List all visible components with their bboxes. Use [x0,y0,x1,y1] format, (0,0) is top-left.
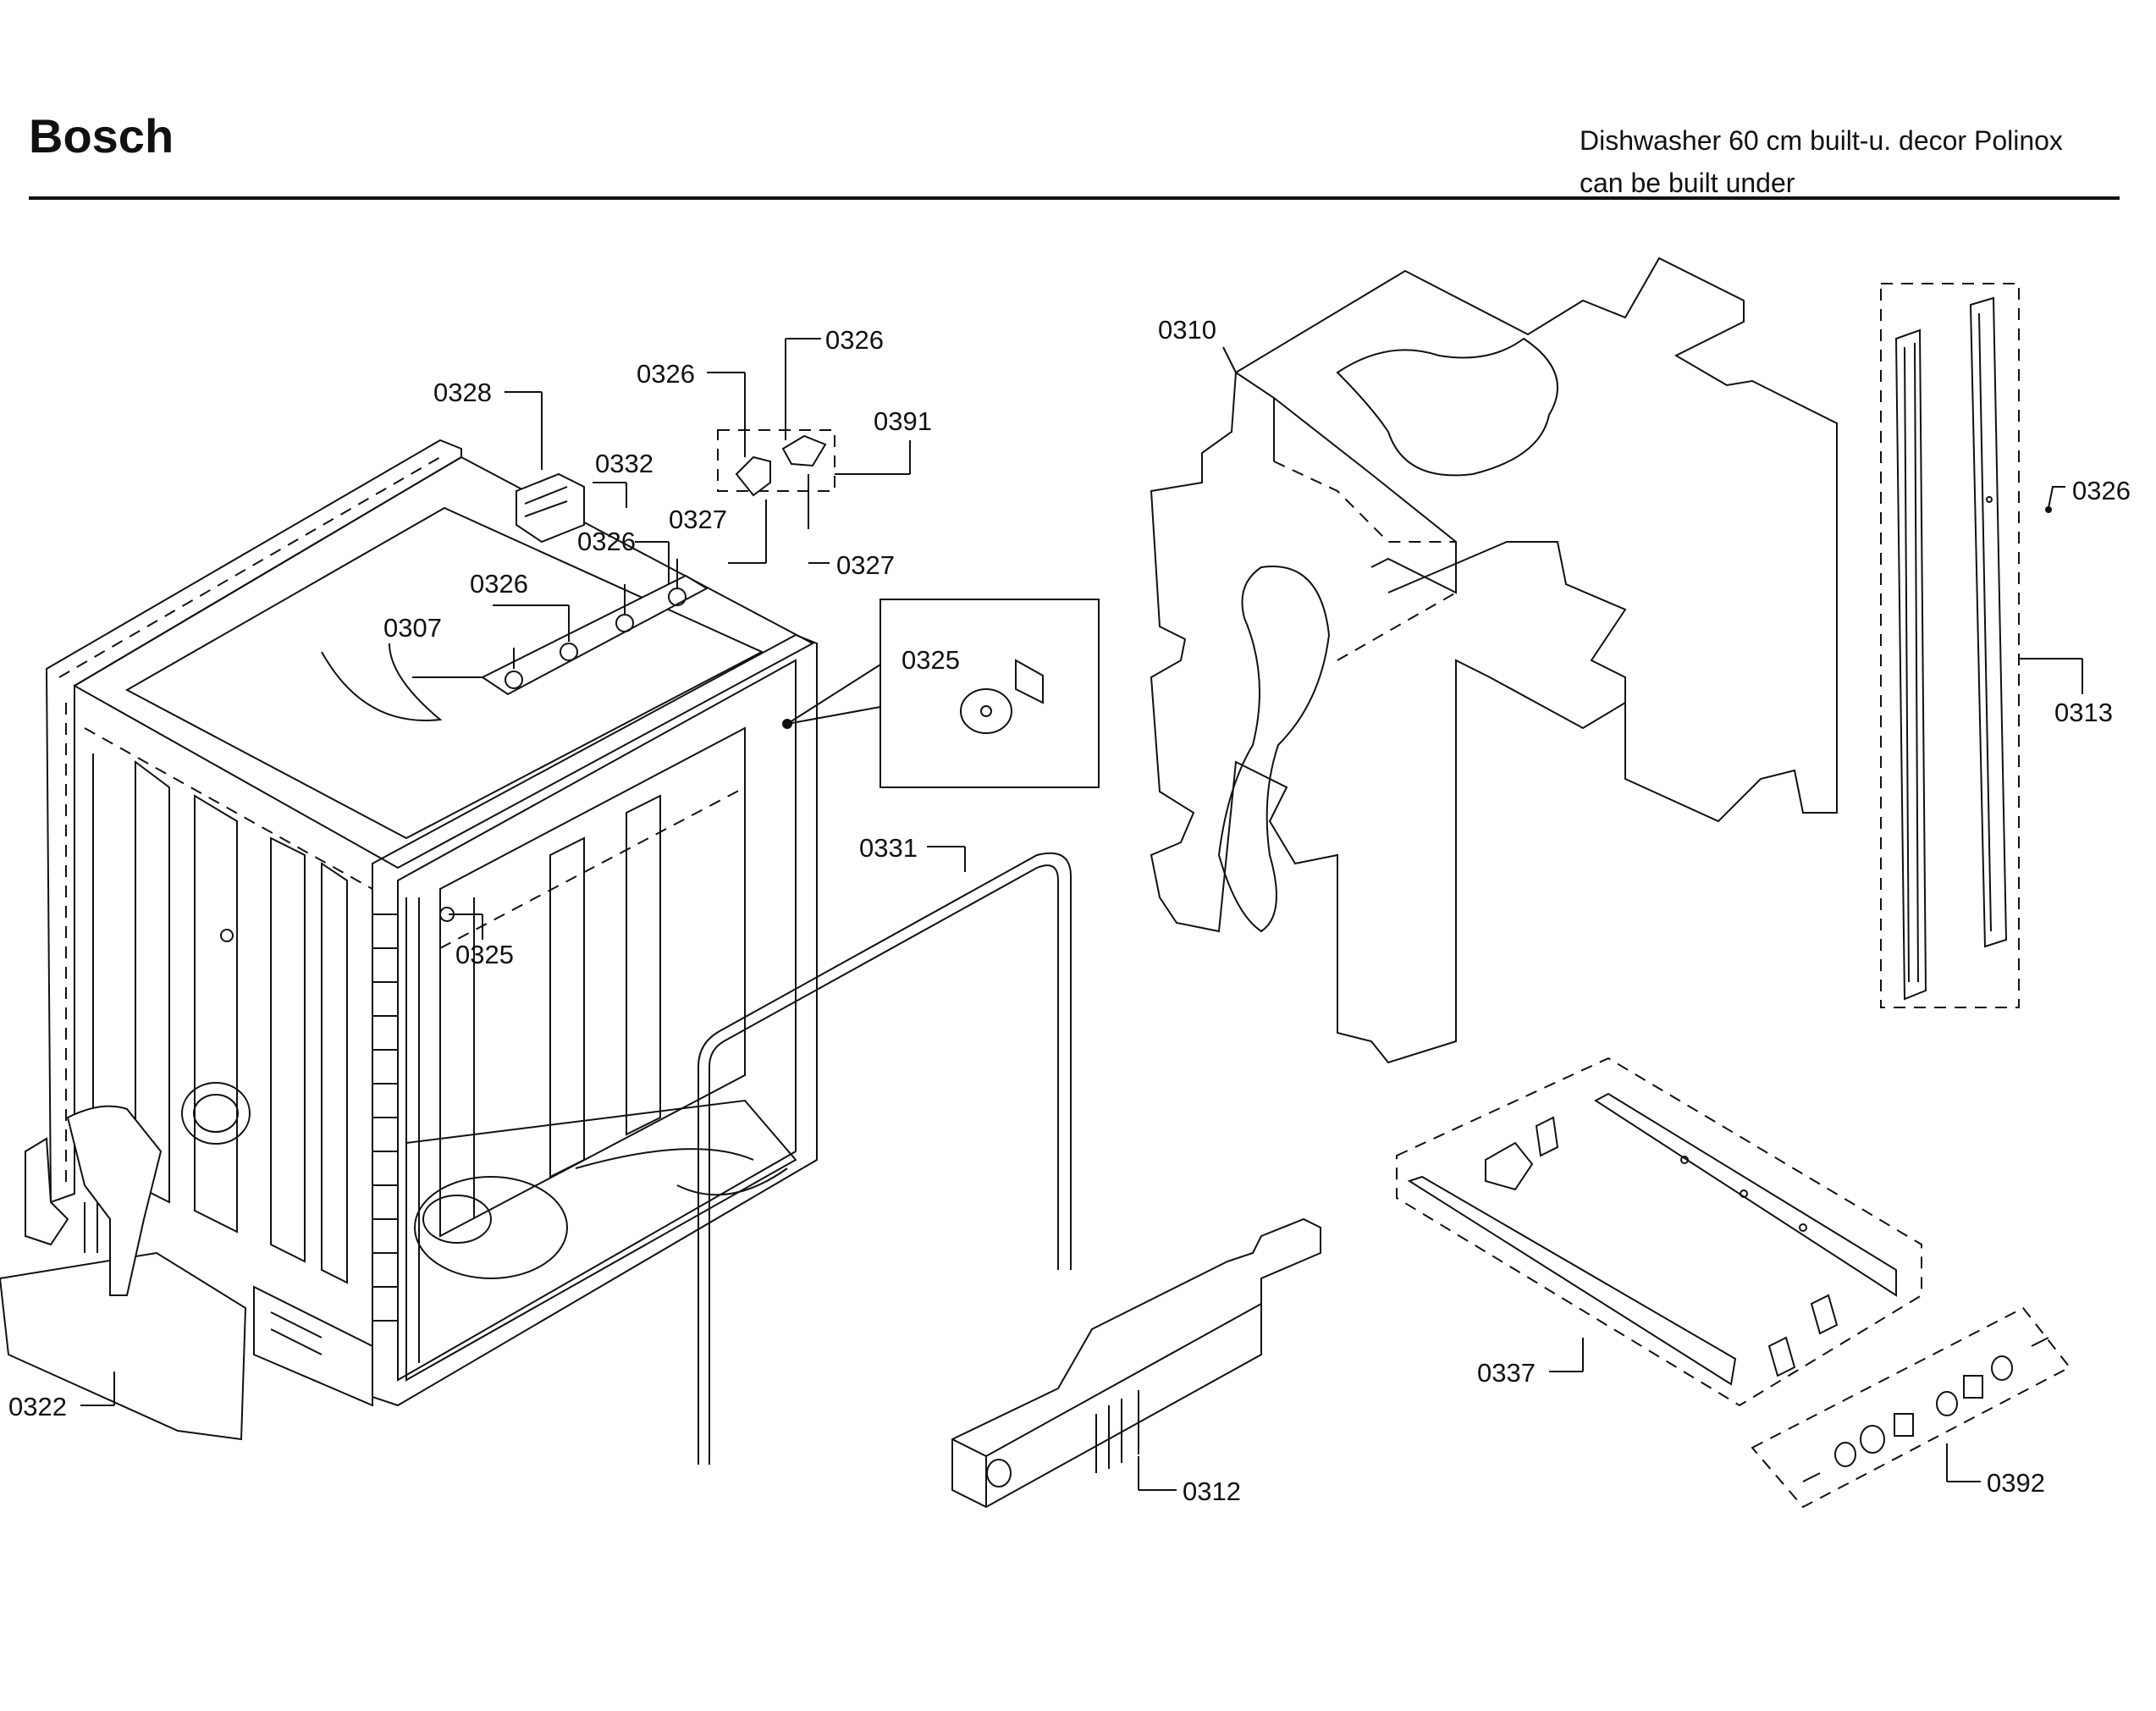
callout-0325-a: 0325 [902,645,960,675]
callout-0326-c: 0326 [577,527,636,556]
callout-0313: 0313 [2054,698,2113,727]
callout-0337: 0337 [1477,1358,1536,1388]
callout-0326-a: 0326 [637,359,695,389]
callout-0391: 0391 [874,406,932,436]
callout-0307: 0307 [383,613,442,643]
callout-0327-a: 0327 [669,505,727,534]
callout-0325-b: 0325 [455,940,514,969]
cabinet-rail-kit-0337 [1396,1057,1922,1407]
hinge-bracket-0332 [516,440,585,544]
callout-0331: 0331 [859,833,918,863]
header-divider [29,196,2120,200]
model-description: Dishwasher 60 cm built-u. decor Polinox [1580,125,2063,156]
callout-0326-e: 0326 [2072,476,2131,505]
model-description-line2: can be built under [1580,168,1795,198]
side-panel-0322 [0,1105,247,1441]
door-seal-0331 [698,852,1072,1465]
callout-0328: 0328 [433,378,492,407]
callout-0310: 0310 [1158,315,1216,345]
callout-0332: 0332 [595,449,653,478]
brand-title: Bosch [29,109,174,163]
mounting-strip-0307 [481,559,709,696]
callout-0312: 0312 [1183,1476,1241,1506]
callout-0327-b: 0327 [836,550,895,580]
side-rails-0313 [1880,283,2083,1008]
detail-box-0325 [782,599,1100,788]
toe-kick-panel-0312 [951,1217,1321,1509]
leader-lines [80,338,1981,1491]
dishwasher-tub [45,439,818,1407]
bracket-set-0391 [717,391,835,563]
callout-0392: 0392 [1987,1468,2045,1498]
insulation-blanket-0310 [1150,257,1838,1064]
callout-0326-b: 0326 [825,325,884,355]
callout-0322: 0322 [8,1392,67,1421]
hardware-kit-0392 [1751,1306,2071,1509]
callout-0326-d: 0326 [470,569,528,599]
